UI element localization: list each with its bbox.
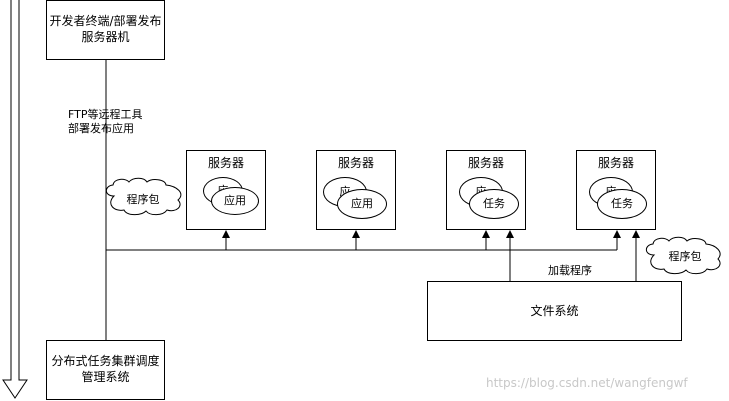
server-task-label: 任务 [483, 197, 505, 210]
ftp-label-line2: 部署发布应用 [68, 122, 134, 135]
package-cloud-left-label: 程序包 [126, 193, 160, 206]
package-cloud-left [105, 177, 182, 216]
scheduler-line1: 分布式任务集群调度 [51, 354, 160, 368]
server-title: 服务器 [337, 156, 374, 170]
filesystem-label: 文件系统 [530, 304, 579, 318]
server-app-circle: 应用 [337, 189, 387, 219]
package-cloud-right [645, 236, 721, 275]
server-box: 服务器 应 应用 [316, 150, 396, 230]
developer-terminal-line2: 服务器机 [81, 30, 130, 44]
load-program-label: 加载程序 [548, 264, 592, 277]
server-box: 服务器 应 应用 [186, 150, 266, 230]
server-task-label: 任务 [611, 197, 633, 210]
server-title: 服务器 [207, 156, 244, 170]
server-title: 服务器 [597, 156, 634, 170]
server-app-label: 应用 [351, 197, 373, 210]
server-box: 服务器 应 任务 [446, 150, 526, 230]
server-app-circle: 应用 [211, 187, 259, 215]
server-box: 服务器 应 任务 [576, 150, 656, 230]
ftp-label: FTP等远程工具 部署发布应用 [68, 108, 143, 136]
server-task-circle: 任务 [597, 189, 647, 219]
ftp-label-line1: FTP等远程工具 [68, 108, 143, 121]
watermark: https://blog.csdn.net/wangfengwf [486, 376, 688, 390]
scheduler-line2: 管理系统 [81, 370, 130, 384]
package-cloud-right-label: 程序包 [668, 250, 702, 263]
server-task-circle: 任务 [469, 189, 519, 219]
scheduler-box: 分布式任务集群调度 管理系统 [46, 340, 165, 400]
developer-terminal-box: 开发者终端/部署发布 服务器机 [46, 0, 165, 60]
server-title: 服务器 [467, 156, 504, 170]
filesystem-box: 文件系统 [427, 281, 682, 341]
timeline-down-arrow [2, 0, 28, 399]
server-app-label: 应用 [224, 194, 246, 207]
developer-terminal-line1: 开发者终端/部署发布 [49, 14, 162, 28]
